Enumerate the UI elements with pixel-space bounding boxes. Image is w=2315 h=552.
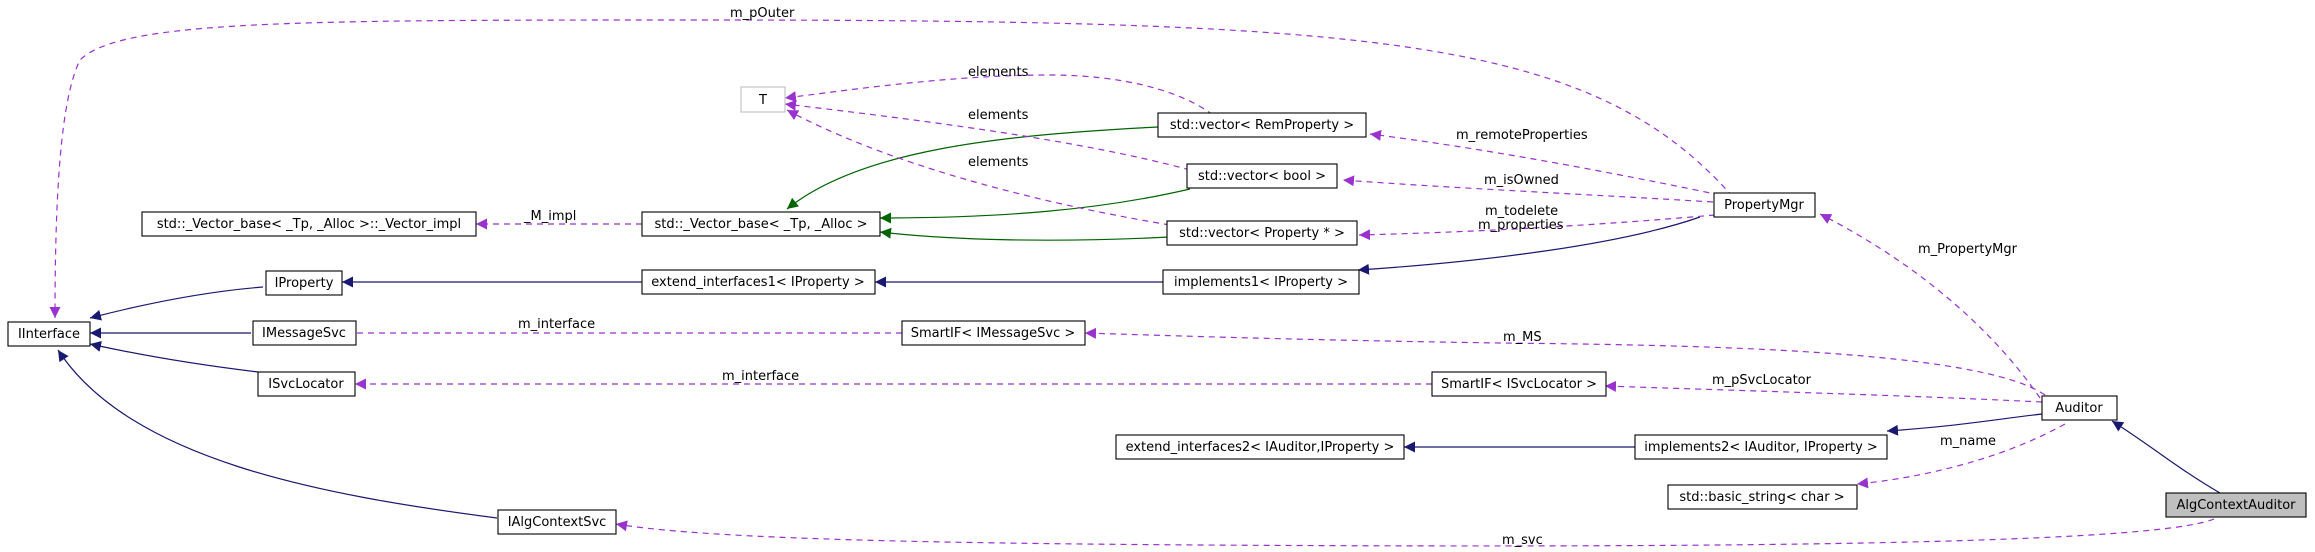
node-algcontextauditor[interactable]: AlgContextAuditor: [2165, 492, 2307, 518]
svg-text:std::_Vector_base< _Tp, _Alloc: std::_Vector_base< _Tp, _Alloc >::_Vecto…: [157, 217, 461, 232]
node-vec-bool[interactable]: std::vector< bool >: [1186, 163, 1338, 189]
svg-text:implements1< IProperty >: implements1< IProperty >: [1174, 275, 1348, 290]
svg-text:IAlgContextSvc: IAlgContextSvc: [508, 515, 607, 530]
node-basic-string[interactable]: std::basic_string< char >: [1667, 484, 1858, 510]
edge-m-psvclocator: [1604, 380, 2043, 403]
label-m-properties: m_properties: [1478, 218, 1564, 233]
edge-m-isowned: [1342, 175, 1714, 203]
edge-m-propertymgr: [1819, 213, 2041, 399]
edge-isvclocator-iinterface: [89, 340, 259, 373]
node-imessagesvc[interactable]: IMessageSvc: [252, 320, 357, 346]
node-smartif-msgsvc[interactable]: SmartIF< IMessageSvc >: [901, 320, 1086, 346]
node-ialgcontextsvc[interactable]: IAlgContextSvc: [497, 509, 617, 535]
svg-text:std::vector< RemProperty >: std::vector< RemProperty >: [1170, 118, 1354, 133]
node-vector-impl[interactable]: std::_Vector_base< _Tp, _Alloc >::_Vecto…: [141, 211, 477, 237]
edge-elements-remprop: [784, 74, 1214, 116]
edge-auditor-implements2: [1886, 413, 2043, 436]
svg-text:extend_interfaces2< IAuditor,I: extend_interfaces2< IAuditor,IProperty >: [1126, 440, 1395, 455]
label-m-remoteproperties: m_remoteProperties: [1456, 128, 1588, 143]
edge-m-remoteproperties: [1369, 129, 1721, 196]
node-iproperty[interactable]: IProperty: [265, 270, 343, 296]
svg-text:std::basic_string< char >: std::basic_string< char >: [1679, 490, 1844, 505]
node-t[interactable]: T: [740, 86, 786, 113]
label-m-isowned: m_isOwned: [1484, 173, 1559, 188]
edge-propertymgr-implements1: [1357, 216, 1701, 275]
svg-text:T: T: [758, 93, 767, 108]
edge-algcontextauditor-auditor: [2111, 420, 2221, 494]
node-propertymgr[interactable]: PropertyMgr: [1713, 192, 1816, 218]
node-iinterface[interactable]: IInterface: [7, 321, 91, 347]
svg-text:implements2< IAuditor, IProper: implements2< IAuditor, IProperty >: [1644, 440, 1878, 455]
edge-m-ms: [1084, 327, 2046, 396]
edge-ialgcontextsvc-iinterface: [57, 349, 498, 519]
node-extend-if1[interactable]: extend_interfaces1< IProperty >: [641, 269, 876, 295]
label-m-ms: m_MS: [1503, 330, 1542, 345]
edge-m-name: [1856, 423, 2066, 489]
label-m-psvclocator: m_pSvcLocator: [1712, 373, 1812, 388]
label-m-todelete: m_todelete: [1485, 204, 1558, 219]
edge-vec-bool-vector-base: [879, 188, 1191, 224]
edge-m-properties: [1358, 214, 1716, 241]
svg-text:SmartIF< IMessageSvc >: SmartIF< IMessageSvc >: [911, 326, 1076, 341]
node-implements1[interactable]: implements1< IProperty >: [1162, 269, 1360, 295]
edge-m-pouter: [49, 19, 1741, 319]
edge-iproperty-iinterface: [89, 286, 264, 321]
edge-vec-remprop-vector-base: [786, 126, 1159, 210]
svg-text:IInterface: IInterface: [18, 327, 80, 342]
node-vec-remprop[interactable]: std::vector< RemProperty >: [1157, 112, 1367, 138]
node-smartif-svcloc[interactable]: SmartIF< ISvcLocator >: [1431, 371, 1607, 397]
svg-text:SmartIF< ISvcLocator >: SmartIF< ISvcLocator >: [1441, 377, 1597, 392]
svg-text:std::vector< bool >: std::vector< bool >: [1198, 169, 1326, 184]
svg-text:Auditor: Auditor: [2055, 401, 2103, 416]
label-m-name: m_name: [1940, 434, 1996, 449]
label-elements-3: elements: [968, 155, 1029, 170]
label-m-interface-2: m_interface: [722, 369, 799, 384]
node-vec-propptr[interactable]: std::vector< Property * >: [1166, 220, 1358, 246]
svg-text:PropertyMgr: PropertyMgr: [1724, 198, 1804, 213]
edge-m-svc: [615, 518, 2215, 547]
svg-text:IProperty: IProperty: [275, 276, 334, 291]
edge-elements-bool: [784, 99, 1191, 171]
node-isvclocator[interactable]: ISvcLocator: [257, 371, 356, 397]
label-m-pouter: m_pOuter: [730, 6, 795, 21]
edge-elements-propptr: [786, 109, 1171, 226]
node-extend-if2[interactable]: extend_interfaces2< IAuditor,IProperty >: [1115, 434, 1405, 460]
label-m-propertymgr: m_PropertyMgr: [1918, 242, 2018, 257]
svg-text:std::_Vector_base< _Tp, _Alloc: std::_Vector_base< _Tp, _Alloc >: [654, 217, 867, 232]
label-elements-2: elements: [968, 108, 1029, 123]
label-elements-1: elements: [968, 65, 1029, 80]
svg-text:AlgContextAuditor: AlgContextAuditor: [2176, 498, 2296, 513]
svg-text:ISvcLocator: ISvcLocator: [268, 377, 344, 392]
svg-text:IMessageSvc: IMessageSvc: [262, 326, 346, 341]
node-implements2[interactable]: implements2< IAuditor, IProperty >: [1634, 434, 1888, 460]
svg-text:std::vector< Property * >: std::vector< Property * >: [1179, 226, 1345, 241]
node-vector-base[interactable]: std::_Vector_base< _Tp, _Alloc >: [641, 211, 881, 237]
node-auditor[interactable]: Auditor: [2041, 395, 2118, 421]
svg-text:extend_interfaces1< IProperty: extend_interfaces1< IProperty >: [651, 275, 864, 290]
label-m-interface-1: m_interface: [518, 317, 595, 332]
label-m-impl: _M_impl: [523, 209, 576, 224]
edge-vec-propptr-vector-base: [879, 227, 1171, 241]
label-m-svc: m_svc: [1502, 533, 1543, 548]
